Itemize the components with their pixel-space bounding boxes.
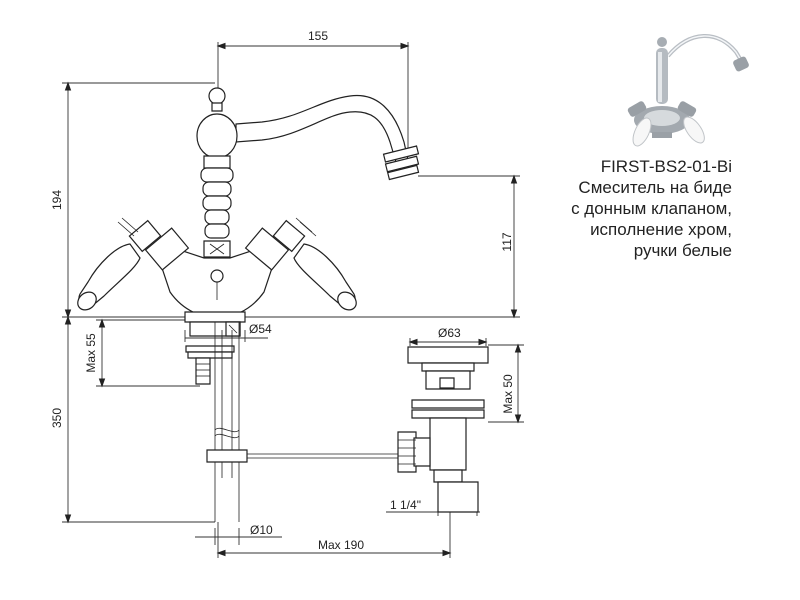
top-knob (209, 88, 225, 104)
product-description-line-2: с донным клапаном, (571, 199, 732, 218)
column-ball (197, 114, 237, 158)
dim-label-rod-diameter: Ø10 (250, 523, 273, 537)
dimension-below-deck: 350 (50, 317, 215, 522)
dimension-drain-diameter: Ø63 (410, 326, 486, 346)
dim-label-drain-cap-height: Max 50 (501, 374, 515, 414)
product-description-line-3: исполнение хром, (590, 220, 732, 239)
spout (236, 95, 408, 162)
dim-label-spout-reach: 155 (308, 29, 328, 43)
spout-aerator (384, 146, 419, 162)
right-valve (246, 218, 316, 270)
dim-label-below-deck: 350 (50, 408, 64, 428)
dim-label-spout-height: 117 (500, 232, 514, 251)
dimension-rod-diameter: Ø10 (195, 523, 282, 545)
dimension-spout-height: 117 (240, 176, 520, 317)
drain-nut (398, 432, 416, 472)
drain-tailpiece (438, 482, 478, 512)
mixer-drawing (74, 88, 418, 522)
product-description-line-4: ручки белые (633, 241, 732, 260)
dimension-total-height: 194 (50, 83, 215, 317)
dim-label-drain-diameter: Ø63 (438, 326, 461, 340)
dimension-spout-reach: 155 (218, 29, 408, 155)
drain-cap (408, 347, 488, 363)
popup-rod (207, 322, 400, 522)
mount-flange (185, 312, 245, 322)
left-valve (118, 218, 188, 270)
product-caption: FIRST-BS2-01-Bi Смеситель на биде с донн… (571, 156, 732, 261)
dim-label-total-height: 194 (50, 190, 64, 210)
right-handle (294, 244, 360, 314)
product-code: FIRST-BS2-01-Bi (600, 157, 732, 176)
drain-body (430, 418, 466, 470)
column (201, 168, 233, 182)
dimension-thread-length: Max 55 (84, 320, 200, 386)
dim-label-rod-reach: Max 190 (318, 538, 364, 552)
dimension-drain-cap-height: Max 50 (488, 345, 524, 422)
fixing-assembly (186, 322, 240, 384)
dim-label-drain-thread: 1 1/4" (390, 498, 421, 512)
left-handle (74, 244, 140, 314)
drain-valve-drawing (398, 347, 488, 512)
dim-label-thread-length: Max 55 (84, 333, 98, 373)
dimension-mount-diameter: Ø54 (185, 322, 272, 342)
product-thumbnail (627, 36, 749, 149)
product-description-line-1: Смеситель на биде (578, 178, 732, 197)
dim-label-mount-diameter: Ø54 (249, 322, 272, 336)
